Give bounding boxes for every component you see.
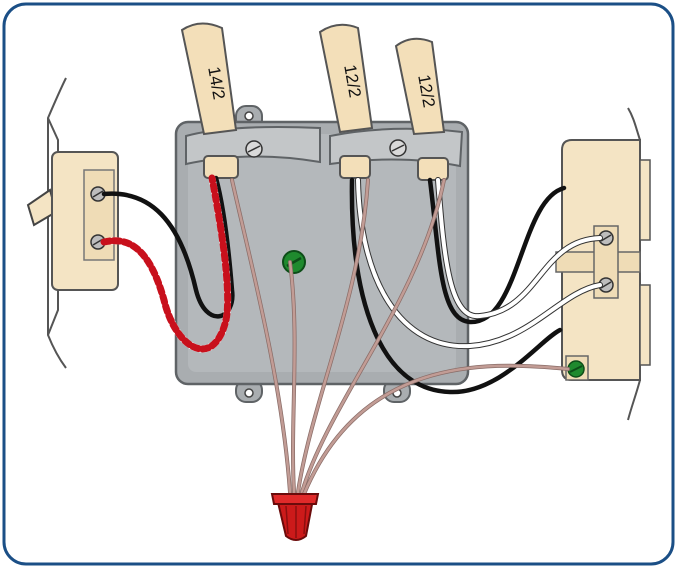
wire-nut-icon [270, 493, 320, 541]
wire-bare-ground [300, 178, 446, 494]
wire-white-load [436, 178, 602, 319]
wire-bare-ground [230, 178, 292, 494]
cable-sheath-12-2-a [318, 23, 374, 134]
wire-bare-ground [296, 178, 370, 494]
ground-screw-icon [282, 250, 306, 274]
wire-black-load [427, 177, 567, 325]
wires [100, 174, 603, 496]
cable-sheaths [180, 22, 449, 181]
receptacle-face-lower [639, 284, 651, 366]
wire-bare-ground [302, 364, 570, 496]
cable-sheath-14-2 [180, 22, 238, 136]
wire-white-feed [356, 178, 602, 349]
wire-black-switch [101, 175, 235, 319]
switch-device [26, 77, 119, 369]
clamp-screw-icon [245, 140, 263, 158]
terminal-screw-icon [598, 230, 614, 246]
clamp-screw-icon [389, 139, 407, 157]
wire-bare-ground [288, 260, 296, 494]
junction-box [174, 105, 470, 403]
receptacle-device [555, 107, 651, 421]
switch-mounting-strap [47, 77, 67, 369]
receptacle-face-upper [639, 159, 651, 241]
ground-screw-icon [567, 360, 585, 378]
wire-taped-red [100, 174, 232, 353]
cable-sheath-12-2-b [394, 37, 446, 136]
